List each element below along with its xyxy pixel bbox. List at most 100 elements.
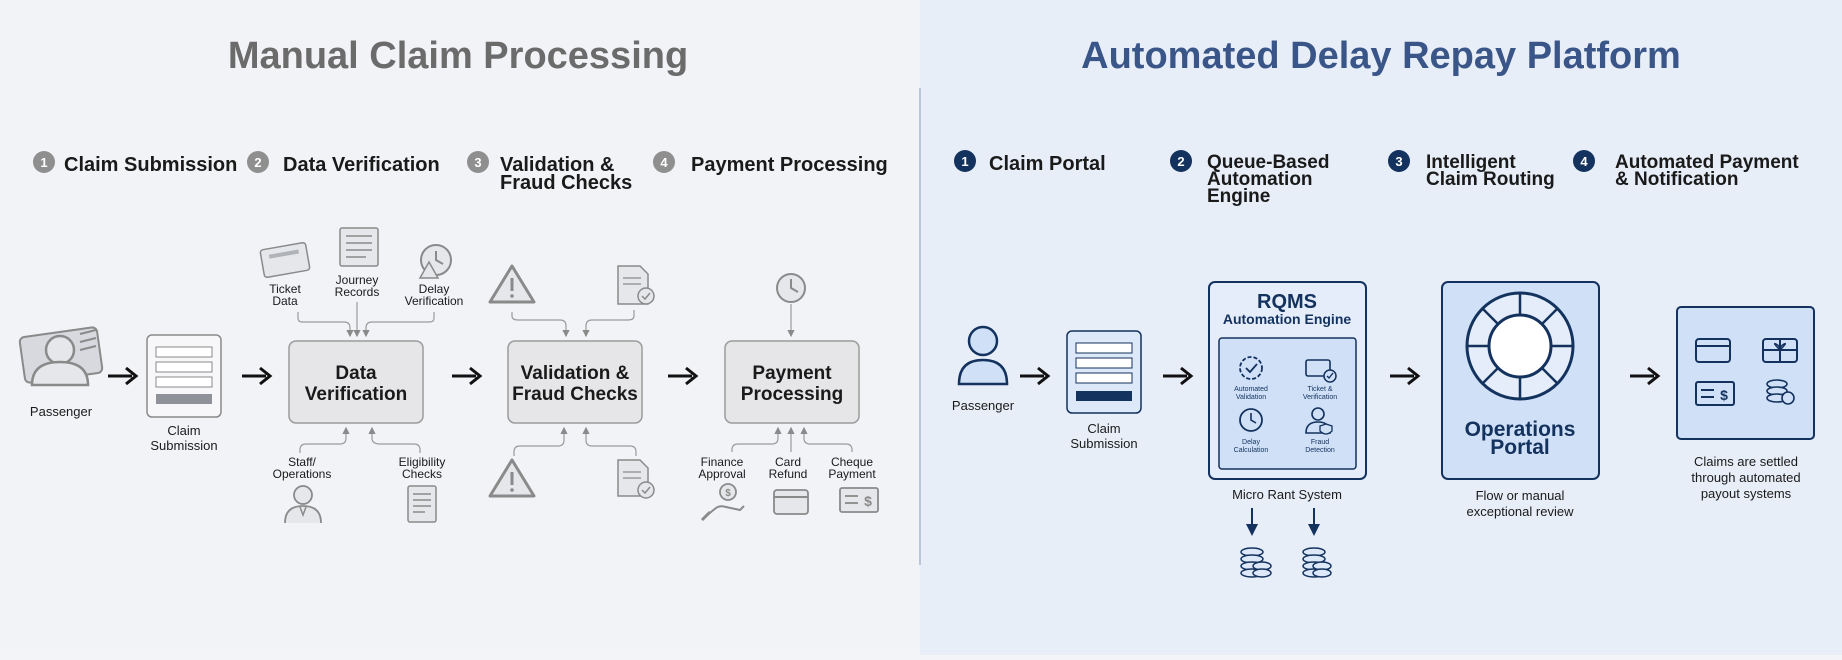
data-verification-box bbox=[288, 340, 424, 424]
journey-records-icon bbox=[339, 227, 379, 267]
document-check-icon-bottom bbox=[617, 459, 655, 499]
payout-coins-icon bbox=[1766, 379, 1795, 405]
connector-doc-bottom bbox=[582, 426, 637, 456]
ops-caption: Flow or manual bbox=[1476, 488, 1565, 503]
ticket-icon bbox=[259, 241, 311, 279]
arrow-r3 bbox=[1390, 366, 1421, 386]
delay-verification-label: Delay bbox=[419, 282, 450, 296]
arrow-r2 bbox=[1163, 366, 1194, 386]
svg-text:$: $ bbox=[725, 488, 731, 499]
connector-cheque bbox=[800, 426, 853, 452]
payment-box-label-2: Processing bbox=[741, 384, 843, 405]
finance-approval-label-2: Approval bbox=[698, 467, 745, 481]
ticket-data-label-2: Data bbox=[272, 294, 298, 308]
automated-validation-icon bbox=[1239, 356, 1263, 380]
ops-caption-2: exceptional review bbox=[1467, 504, 1575, 519]
connector-finance bbox=[731, 426, 782, 452]
cheque-payment-label: Cheque bbox=[831, 455, 873, 469]
svg-text:Data Verification: Data Verification bbox=[283, 154, 440, 176]
arrow-1 bbox=[108, 366, 139, 386]
warning-icon-bottom bbox=[488, 458, 536, 498]
fraud-detection-icon bbox=[1305, 407, 1333, 435]
svg-text:& Notification: & Notification bbox=[1615, 169, 1739, 190]
payout-caption: Claims are settled bbox=[1694, 454, 1798, 469]
journey-records-label: Journey bbox=[336, 273, 379, 287]
passenger-ticket-icon bbox=[18, 326, 104, 387]
svg-text:Fraud Checks: Fraud Checks bbox=[500, 172, 632, 194]
arrow-r4 bbox=[1630, 366, 1661, 386]
right-claim-submission-label: Claim bbox=[1087, 421, 1120, 436]
payout-box bbox=[1676, 306, 1815, 440]
document-check-icon-top bbox=[617, 265, 655, 305]
tile-fraud-detection: Fraud bbox=[1311, 439, 1329, 446]
credit-card-icon bbox=[773, 489, 809, 515]
tile-automated-validation: Automated bbox=[1234, 386, 1268, 393]
tile-automated-validation-2: Validation bbox=[1236, 394, 1266, 401]
operations-portal-label-2: Portal bbox=[1490, 436, 1550, 459]
connector-doc-top bbox=[582, 310, 635, 338]
validation-box-label-2: Fraud Checks bbox=[512, 384, 638, 405]
svg-text:1: 1 bbox=[40, 155, 47, 170]
tile-delay-calculation-2: Calculation bbox=[1234, 447, 1269, 454]
claim-submission-label-2: Submission bbox=[150, 438, 217, 453]
data-verification-box-label-2: Verification bbox=[305, 384, 407, 405]
connector-ticket bbox=[297, 312, 354, 338]
ticket-data-label: Ticket bbox=[269, 282, 301, 296]
right-step-2: 2 Queue-Based Automation Engine bbox=[1170, 150, 1329, 207]
routing-wheel-icon bbox=[1465, 291, 1575, 401]
card-refund-label-2: Refund bbox=[769, 467, 808, 481]
validation-box-label: Validation & bbox=[521, 363, 630, 384]
right-claim-submission-label-2: Submission bbox=[1070, 436, 1137, 451]
eligibility-checks-label: Eligibility bbox=[399, 455, 446, 469]
svg-text:3: 3 bbox=[474, 155, 481, 170]
left-title: Manual Claim Processing bbox=[228, 35, 688, 77]
eligibility-checks-label-2: Checks bbox=[402, 467, 442, 481]
eligibility-document-icon bbox=[407, 485, 437, 523]
left-step-4: 4 Payment Processing bbox=[653, 151, 888, 176]
tile-ticket-verification: Ticket & bbox=[1307, 386, 1332, 393]
arrow-r1 bbox=[1020, 366, 1051, 386]
card-refund-label: Card bbox=[775, 455, 801, 469]
delay-verification-label-2: Verification bbox=[405, 294, 464, 308]
payout-card-icon bbox=[1695, 338, 1731, 363]
svg-text:$: $ bbox=[1720, 387, 1728, 403]
arrow-3 bbox=[452, 366, 483, 386]
staff-operations-label-2: Operations bbox=[273, 467, 332, 481]
tile-fraud-detection-2: Detection bbox=[1305, 447, 1335, 454]
rqms-subtitle: Automation Engine bbox=[1223, 311, 1352, 327]
passenger-icon bbox=[957, 325, 1009, 386]
warning-icon-top bbox=[488, 264, 536, 304]
connector-warning-bottom bbox=[513, 426, 568, 456]
svg-text:Intelligent: Intelligent bbox=[1426, 152, 1516, 173]
right-passenger-label: Passenger bbox=[952, 398, 1015, 413]
left-panel bbox=[0, 0, 920, 655]
right-step-3: 3 Intelligent Claim Routing bbox=[1388, 150, 1555, 190]
staff-person-icon bbox=[284, 485, 322, 524]
payment-clock-icon bbox=[776, 273, 806, 303]
svg-text:Payment Processing: Payment Processing bbox=[691, 154, 888, 176]
tile-ticket-verification-2: Verification bbox=[1303, 394, 1337, 401]
micro-rant-label: Micro Rant System bbox=[1232, 487, 1342, 502]
svg-text:Claim Routing: Claim Routing bbox=[1426, 169, 1555, 190]
connector-delay bbox=[362, 312, 435, 338]
svg-text:2: 2 bbox=[254, 155, 261, 170]
cheque-icon: $ bbox=[839, 487, 879, 513]
delay-calculation-icon bbox=[1239, 408, 1263, 432]
svg-text:Claim Submission: Claim Submission bbox=[64, 154, 237, 176]
svg-text:Validation &: Validation & bbox=[500, 154, 614, 176]
right-title: Automated Delay Repay Platform bbox=[1081, 35, 1681, 77]
rqms-title: RQMS bbox=[1257, 291, 1317, 313]
ticket-verification-icon bbox=[1305, 359, 1337, 383]
payout-caption-2: through automated bbox=[1691, 470, 1800, 485]
connector-warning-top bbox=[511, 312, 570, 338]
svg-text:$: $ bbox=[864, 493, 872, 509]
tile-delay-calculation: Delay bbox=[1242, 439, 1260, 446]
connector-staff bbox=[299, 426, 350, 453]
connector-eligibility bbox=[368, 426, 421, 453]
payment-box bbox=[724, 340, 860, 424]
finance-approval-label: Finance bbox=[701, 455, 744, 469]
delay-clock-icon bbox=[418, 244, 452, 279]
svg-text:Automated Payment: Automated Payment bbox=[1615, 152, 1799, 173]
cheque-payment-label-2: Payment bbox=[828, 467, 876, 481]
